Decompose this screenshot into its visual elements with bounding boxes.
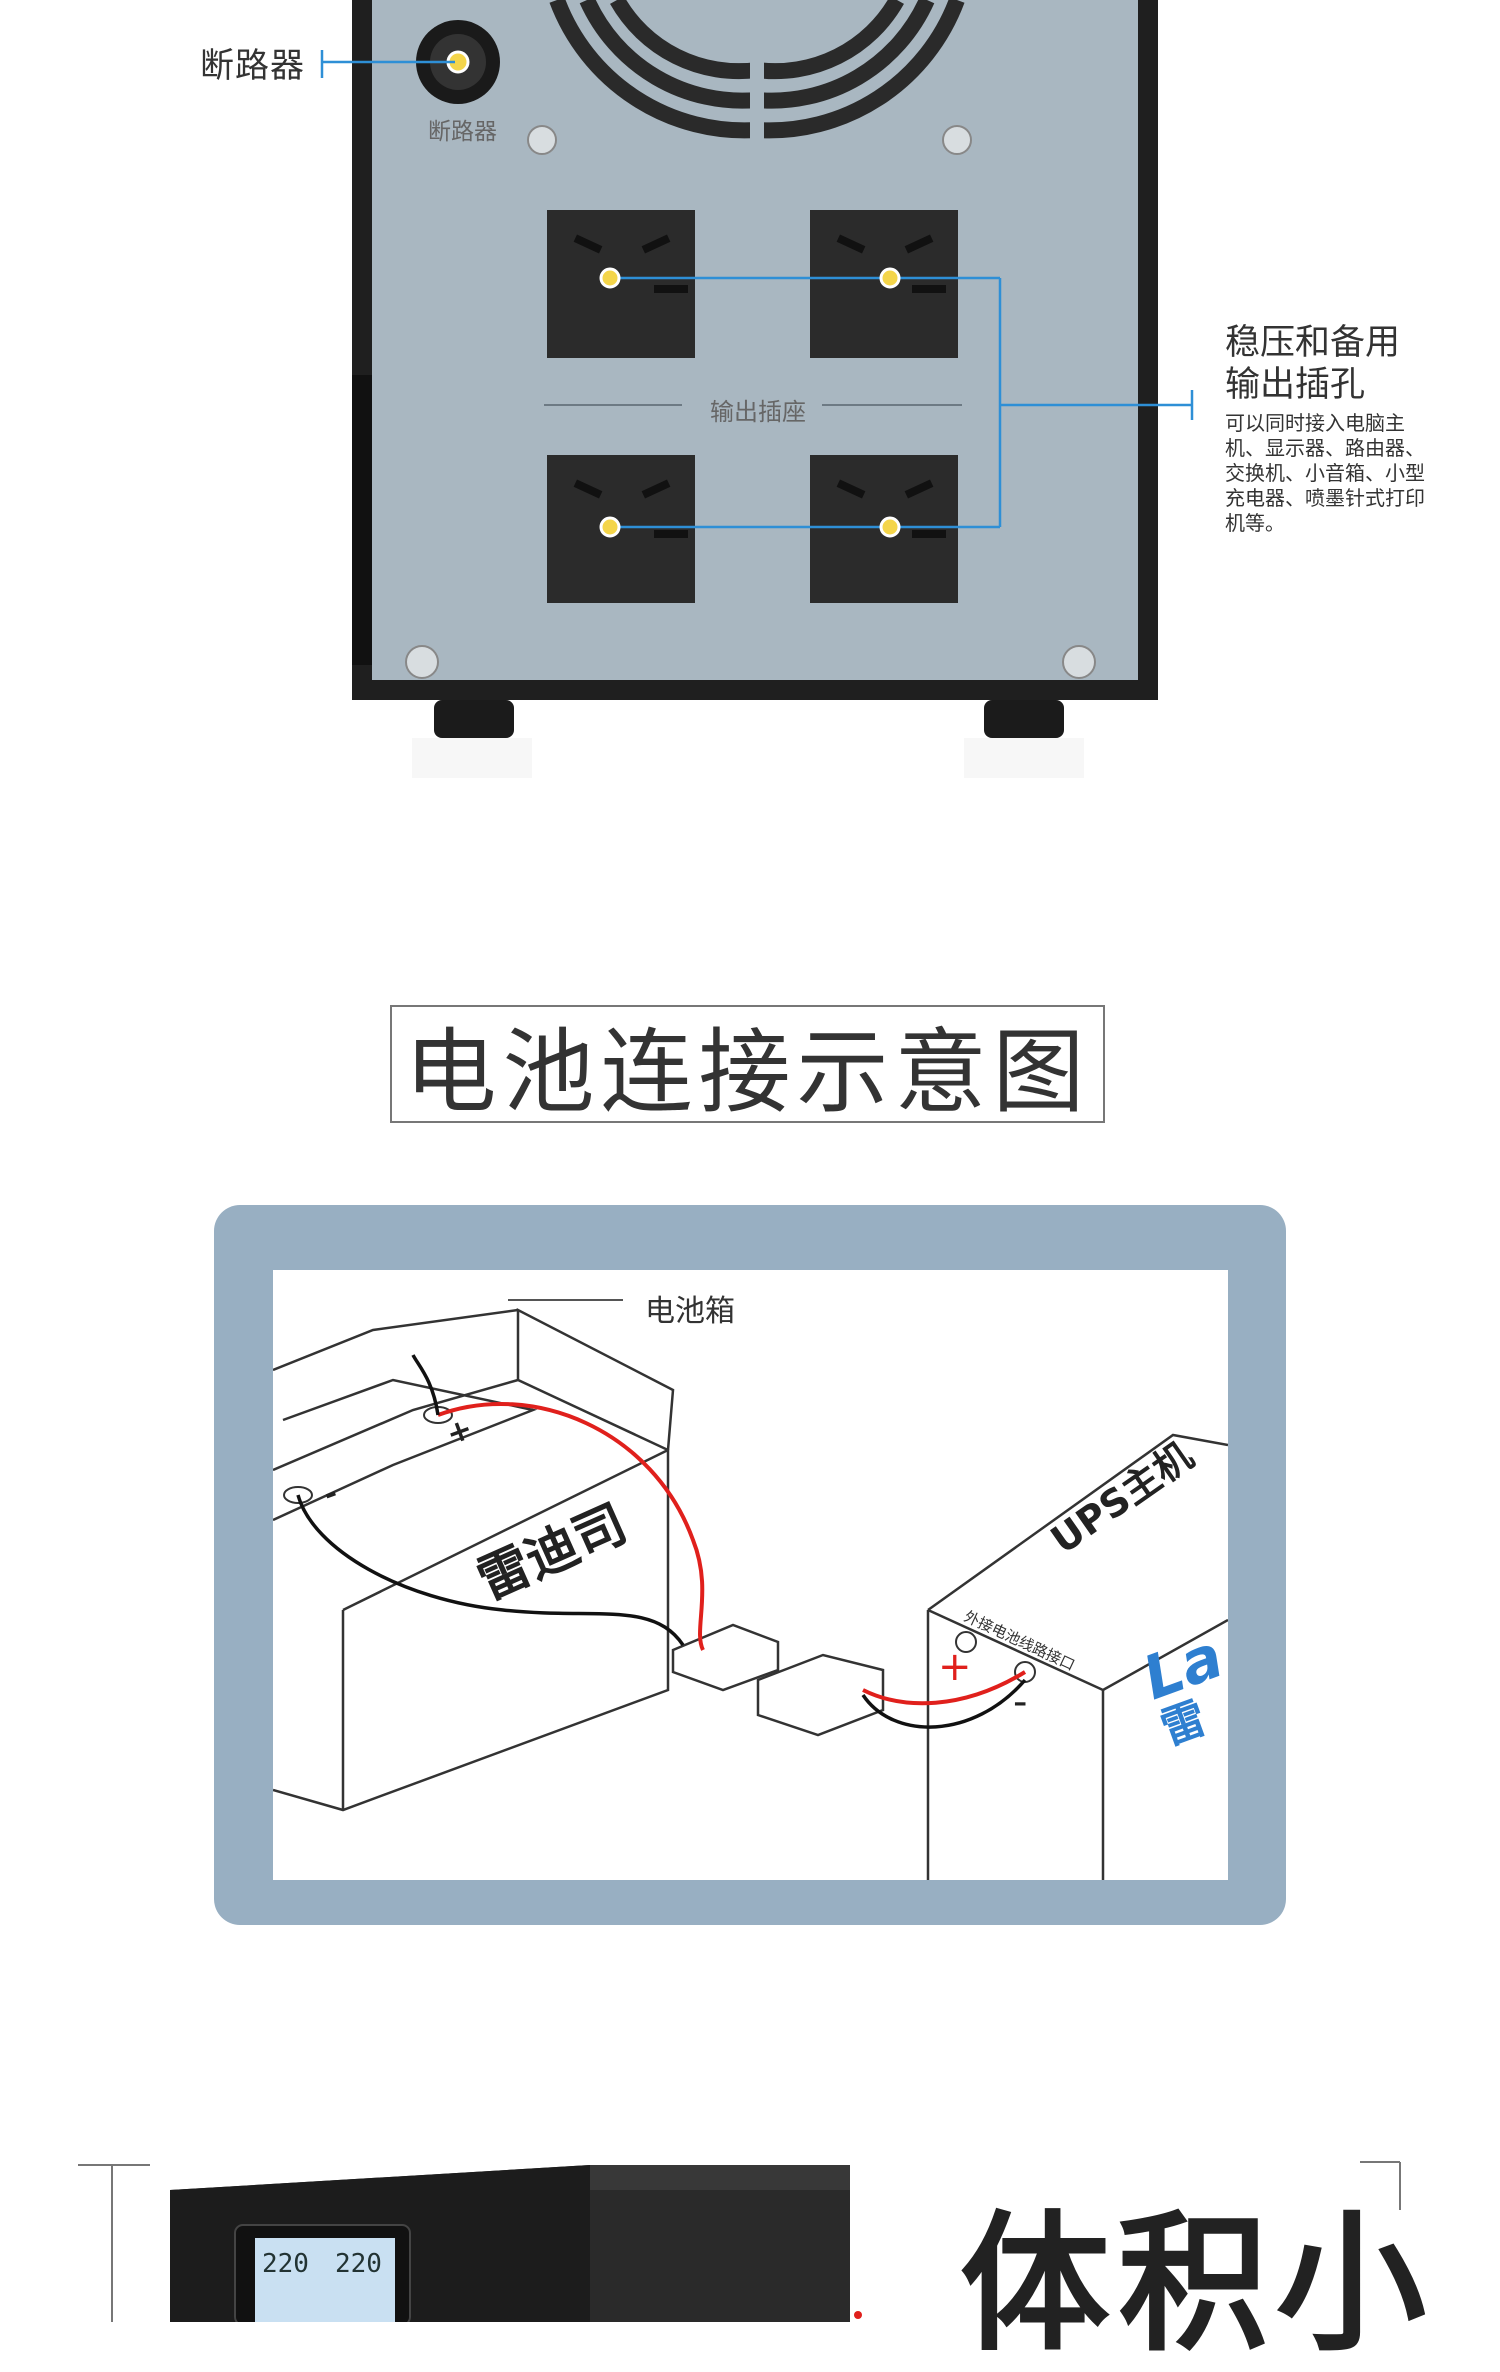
ups-host-label: UPS主机 xyxy=(1043,1433,1201,1562)
outlet-panel-label: 输出插座 xyxy=(700,392,816,427)
diagram-title-box: 电池连接示意图 xyxy=(390,1005,1105,1126)
breaker-callout-label: 断路器 xyxy=(200,46,305,86)
battery-box-label: 电池箱 xyxy=(645,1294,735,1329)
small-size-title: 体积小 xyxy=(960,2198,1435,2372)
battery-brand-text: 雷迪司 xyxy=(469,1494,636,1612)
output-title-line2: 输出插孔 xyxy=(1225,365,1366,405)
screw-icon xyxy=(405,125,1096,679)
output-title-line1: 稳压和备用 xyxy=(1225,323,1401,363)
breaker-knob xyxy=(416,20,500,104)
cabinet-feet xyxy=(434,700,1064,738)
ups-minus-sign: - xyxy=(1013,1679,1027,1725)
fan-guard xyxy=(549,0,965,139)
battery-plus-sign: + xyxy=(442,1411,478,1452)
output-socket-title: 稳压和备用 输出插孔 xyxy=(1225,322,1445,406)
callout-lines xyxy=(320,50,1194,538)
diagram-title: 电池连接示意图 xyxy=(404,1018,1091,1126)
ups-plus-sign: + xyxy=(938,1644,972,1690)
lcd-left-value: 220 xyxy=(262,2249,309,2279)
battery-connection-diagram: 雷迪司 UPS主机 外接电池线路接口 + - + - La 雷 xyxy=(273,1270,1228,1880)
battery-minus-sign: - xyxy=(319,1475,343,1512)
lcd-right-value: 220 xyxy=(335,2249,382,2279)
callout-dot-icon xyxy=(599,267,901,538)
ups-rear-panel xyxy=(352,0,1158,778)
ups-tower-product: 220 220 xyxy=(78,2161,1401,2322)
breaker-panel-label: 断路器 xyxy=(428,119,497,145)
output-socket-description: 可以同时接入电脑主机、显示器、路由器、交换机、小音箱、小型充电器、喷墨针式打印机… xyxy=(1225,411,1425,535)
